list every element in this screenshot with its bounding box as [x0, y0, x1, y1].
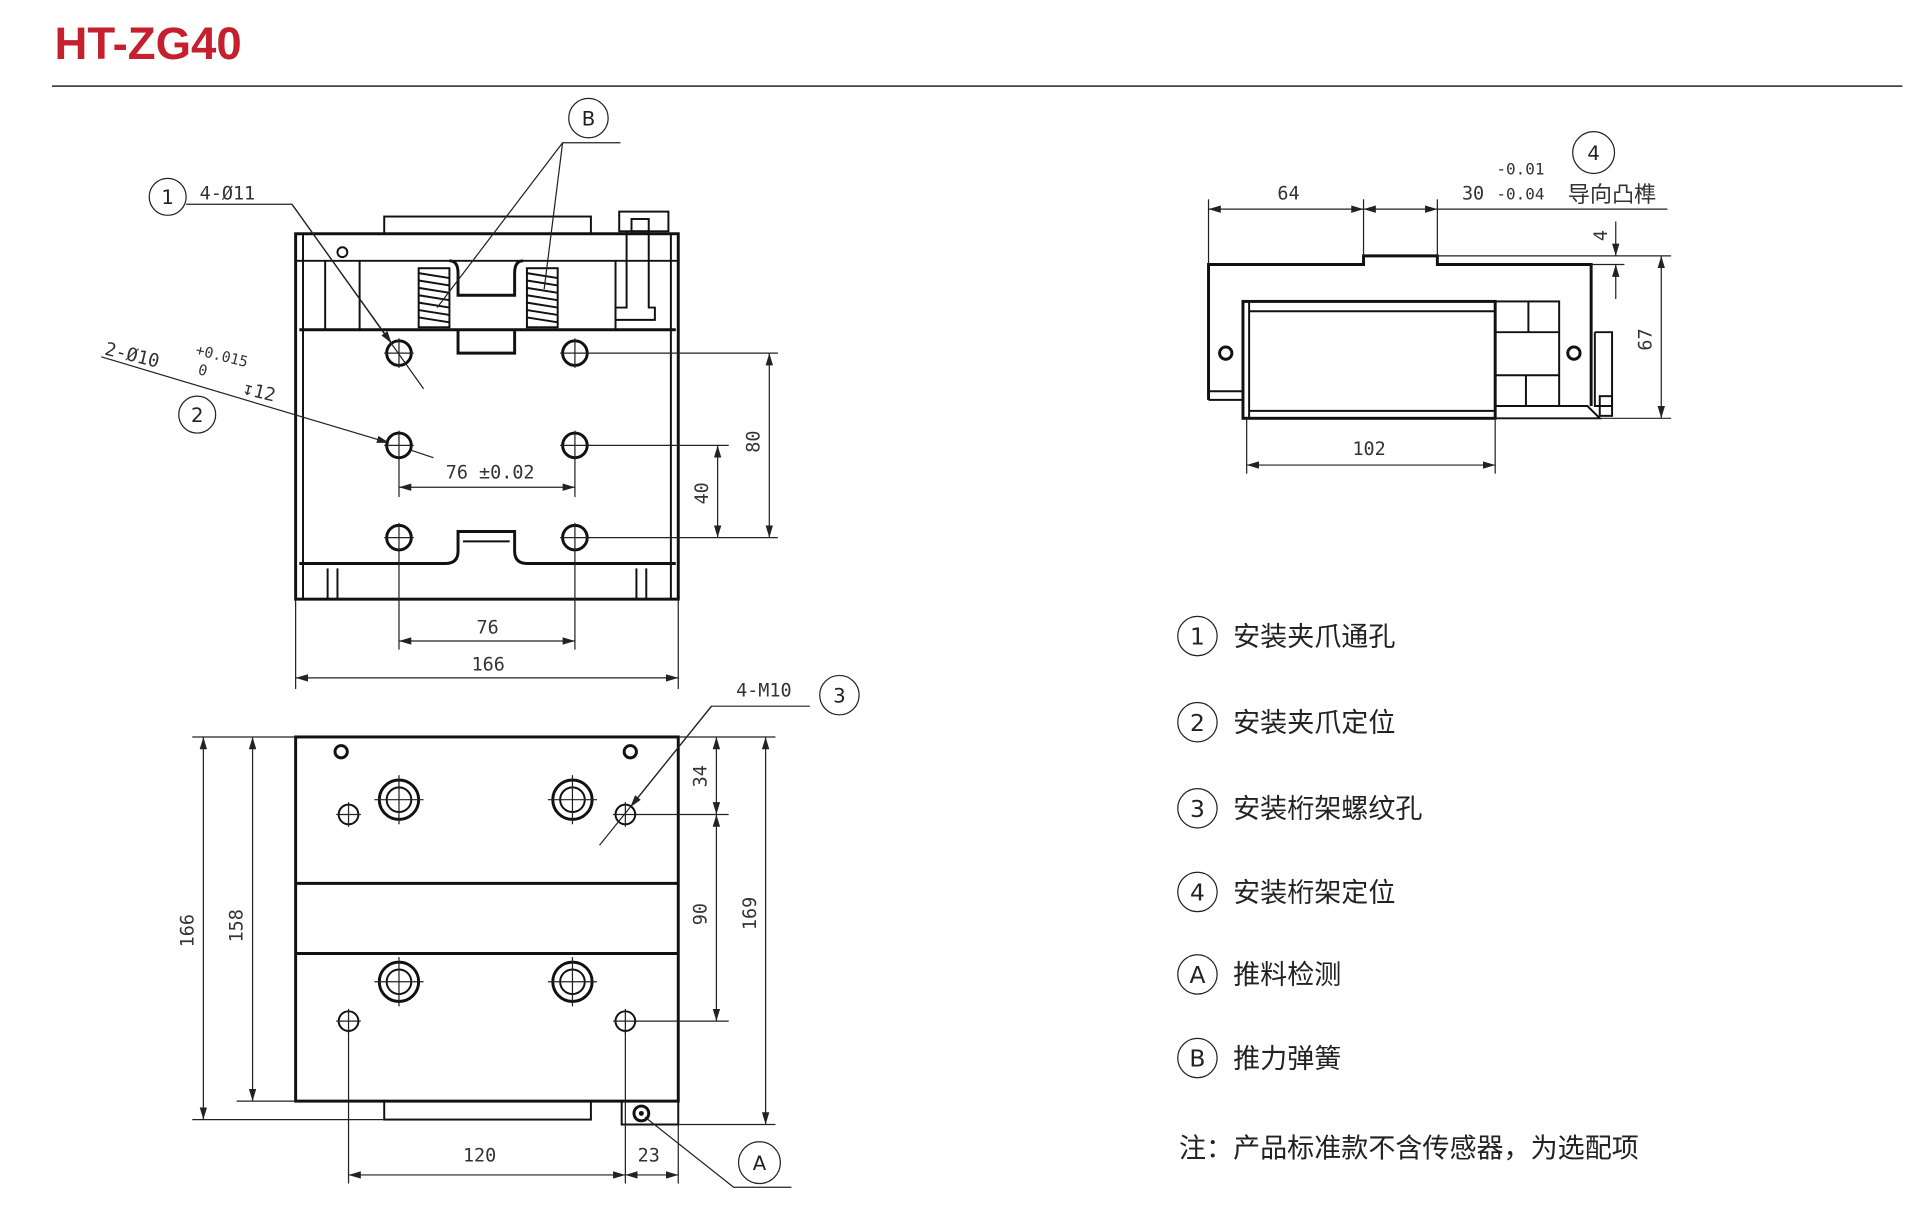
threaded-hole — [336, 1008, 361, 1034]
svg-text:23: 23 — [638, 1145, 660, 1166]
locating-hole — [560, 430, 590, 461]
callout-b-circle — [568, 97, 609, 139]
mounting-hole — [560, 522, 590, 553]
svg-text:推料检测: 推料检测 — [1233, 960, 1341, 991]
counterbore-hole — [547, 775, 598, 825]
svg-text:1: 1 — [161, 186, 174, 209]
svg-text:A: A — [753, 1152, 767, 1175]
svg-text:推力弹簧: 推力弹簧 — [1233, 1044, 1341, 1075]
svg-text:169: 169 — [740, 897, 761, 930]
note-text: 注：产品标准款不含传感器，为选配项 — [1179, 1134, 1639, 1165]
svg-text:-0.04: -0.04 — [1496, 184, 1544, 203]
svg-text:3: 3 — [1190, 795, 1205, 823]
svg-text:158: 158 — [227, 909, 248, 942]
svg-text:4-Ø11: 4-Ø11 — [200, 183, 256, 204]
mounting-hole — [560, 338, 590, 368]
svg-text:0: 0 — [196, 361, 209, 380]
bottom-view: 4-M10 3 A 166 158 34 90 169 120 23 — [178, 674, 860, 1188]
svg-text:B: B — [582, 107, 596, 130]
side-view: 64 30 -0.01 -0.04 4 导向凸榫 4 67 102 — [1207, 131, 1672, 474]
svg-text:A: A — [1189, 961, 1205, 989]
svg-text:4: 4 — [1591, 230, 1612, 241]
svg-text:安装桁架定位: 安装桁架定位 — [1233, 878, 1395, 909]
svg-text:-0.01: -0.01 — [1496, 160, 1544, 179]
svg-text:90: 90 — [691, 903, 712, 925]
svg-text:B: B — [1189, 1045, 1205, 1073]
svg-text:↧12: ↧12 — [240, 378, 277, 406]
page-title: HT-ZG40 — [54, 18, 241, 69]
svg-text:4: 4 — [1190, 879, 1205, 907]
sensor-bracket — [614, 210, 670, 321]
svg-text:102: 102 — [1352, 439, 1385, 460]
svg-text:34: 34 — [691, 765, 712, 787]
legend-item: 3 安装桁架螺纹孔 — [1177, 788, 1422, 829]
svg-text:安装夹爪定位: 安装夹爪定位 — [1233, 708, 1395, 739]
callout-3-circle — [819, 674, 860, 716]
svg-text:3: 3 — [833, 685, 846, 708]
callout-2-circle — [178, 395, 217, 434]
mounting-hole — [384, 522, 414, 553]
legend-item: 1 安装夹爪通孔 — [1177, 615, 1395, 657]
spring-icon — [417, 267, 559, 329]
threaded-hole — [336, 802, 361, 827]
svg-text:2: 2 — [191, 404, 204, 427]
threaded-hole — [613, 1008, 638, 1034]
callout-a-circle — [737, 1141, 781, 1185]
legend-item: A 推料检测 — [1177, 954, 1341, 995]
callout-1-circle — [148, 177, 187, 216]
locating-hole — [384, 430, 414, 461]
legend-item: 2 安装夹爪定位 — [1177, 701, 1395, 743]
svg-text:4: 4 — [1587, 142, 1600, 165]
mounting-hole — [384, 338, 414, 368]
sensor-icon — [632, 1104, 651, 1123]
counterbore-hole — [547, 957, 598, 1007]
svg-text:安装夹爪通孔: 安装夹爪通孔 — [1233, 622, 1395, 653]
legend-item: B 推力弹簧 — [1177, 1037, 1341, 1079]
svg-text:1: 1 — [1190, 623, 1205, 651]
svg-text:2-Ø10: 2-Ø10 — [102, 339, 161, 373]
svg-text:4-M10: 4-M10 — [736, 680, 792, 701]
svg-text:76: 76 — [476, 618, 498, 639]
svg-text:166: 166 — [178, 914, 199, 947]
svg-text:40: 40 — [692, 482, 713, 504]
svg-text:67: 67 — [1635, 328, 1656, 350]
svg-text:166: 166 — [472, 655, 505, 676]
counterbore-hole — [374, 957, 424, 1007]
svg-text:导向凸榫: 导向凸榫 — [1568, 182, 1657, 208]
legend: 1 安装夹爪通孔 2 安装夹爪定位 3 安装桁架螺纹孔 4 安装桁架定位 A 推料检测 B… — [1177, 615, 1639, 1165]
svg-text:64: 64 — [1277, 183, 1299, 204]
svg-text:30: 30 — [1462, 183, 1484, 204]
svg-text:安装桁架螺纹孔: 安装桁架螺纹孔 — [1233, 794, 1422, 825]
counterbore-hole — [374, 775, 424, 825]
svg-text:120: 120 — [463, 1145, 496, 1166]
legend-item: 4 安装桁架定位 — [1177, 871, 1395, 913]
top-view: 1 4-Ø11 2-Ø10 +0.015 0 ↧12 2 B 76 ±0.02 … — [101, 97, 778, 689]
svg-text:2: 2 — [1190, 709, 1205, 737]
svg-text:80: 80 — [743, 431, 764, 453]
svg-text:76 ±0.02: 76 ±0.02 — [446, 463, 535, 484]
callout-4-circle — [1572, 131, 1616, 175]
